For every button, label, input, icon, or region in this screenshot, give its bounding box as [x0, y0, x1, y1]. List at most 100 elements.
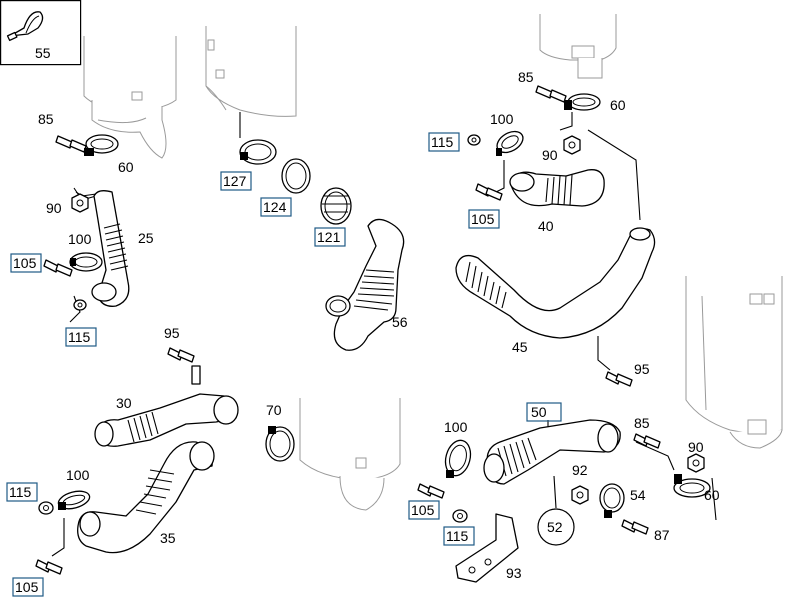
label-90-bottom-right: 90 — [688, 439, 704, 455]
clamp-60-left — [84, 134, 119, 156]
label-70: 70 — [266, 402, 282, 418]
boxed-label-121: 121 — [314, 227, 346, 247]
pipe-30 — [94, 393, 239, 447]
bolt-105-bottom-right — [417, 483, 445, 499]
label-40: 40 — [538, 218, 554, 234]
boxed-label-115-bottom-left: 115 — [6, 482, 38, 502]
assembly-pipe-25 — [43, 134, 130, 323]
svg-text:124: 124 — [263, 199, 287, 215]
label-100-right: 100 — [490, 111, 514, 127]
bolt-105-bottom-left — [35, 559, 63, 575]
housing-filter-top-right — [539, 14, 617, 79]
label-100-left: 100 — [68, 231, 92, 247]
nut-90-bottom-right — [687, 453, 705, 473]
housing-catalytic-top-center — [205, 26, 297, 117]
callout-circle-52 — [537, 508, 575, 546]
boxed-label-115-left: 115 — [65, 327, 97, 347]
boxed-label-105-right: 105 — [468, 209, 500, 229]
bolt-85-right — [535, 85, 567, 103]
svg-text:50: 50 — [531, 404, 547, 420]
label-85-right: 85 — [518, 69, 534, 85]
label-93: 93 — [506, 565, 522, 581]
boxed-label-105-left: 105 — [10, 253, 42, 273]
clamp-70 — [265, 426, 295, 462]
label-100-bottom-right: 100 — [444, 419, 468, 435]
clamp-127 — [239, 139, 277, 165]
housing-muffler-bottom — [299, 398, 401, 511]
clamp-100-right — [496, 130, 524, 156]
bolt-105-right — [475, 183, 503, 201]
housing-muffler-top-left — [83, 36, 177, 159]
nut-92 — [571, 485, 589, 505]
nut-90-right — [563, 135, 581, 155]
label-90-left: 90 — [46, 200, 62, 216]
nut-90-left — [71, 193, 89, 213]
bolt-87 — [621, 519, 649, 535]
label-35: 35 — [160, 530, 176, 546]
boxed-label-105-bottom-left: 105 — [12, 577, 44, 597]
svg-text:115: 115 — [9, 484, 32, 500]
washer-115-bottom-left — [38, 501, 54, 515]
assembly-pipes-30-35 — [35, 347, 295, 575]
label-25: 25 — [138, 230, 154, 246]
label-95-right: 95 — [634, 361, 650, 377]
pipe-40 — [509, 169, 605, 207]
label-60-right: 60 — [610, 97, 626, 113]
bolt-95-right — [605, 371, 633, 387]
clamp-100-left — [69, 252, 103, 272]
assembly-pipe-50 — [417, 419, 717, 583]
label-60-left: 60 — [118, 159, 134, 175]
label-45: 45 — [512, 339, 528, 355]
bolt-105-left — [43, 259, 73, 277]
washer-115-left — [73, 299, 87, 311]
boxed-label-105-bottom-right: 105 — [408, 500, 440, 520]
svg-text:105: 105 — [15, 579, 39, 595]
label-30: 30 — [116, 395, 132, 411]
pipe-56 — [325, 218, 405, 351]
label-52: 52 — [547, 519, 563, 535]
svg-text:105: 105 — [471, 211, 495, 227]
label-100-bottom-left: 100 — [66, 467, 90, 483]
svg-text:115: 115 — [431, 134, 454, 150]
housing-silencer-right — [685, 276, 783, 449]
clamp-121 — [320, 187, 352, 225]
washer-115-bottom-right — [452, 509, 468, 523]
detail-frame-55: 55 — [0, 0, 82, 66]
svg-text:105: 105 — [411, 502, 435, 518]
assembly-pipe-40 — [467, 85, 641, 221]
svg-text:121: 121 — [317, 229, 341, 245]
svg-text:127: 127 — [223, 173, 247, 189]
label-92: 92 — [572, 462, 588, 478]
clamp-60-bottom-right — [673, 474, 711, 498]
clamp-100-bottom-left — [57, 490, 91, 510]
svg-text:105: 105 — [13, 255, 37, 271]
bolt-95-left — [167, 347, 195, 363]
boxed-label-115-bottom-right: 115 — [443, 526, 475, 546]
label-90-right: 90 — [542, 147, 558, 163]
bolt-85-bottom-right — [633, 433, 661, 449]
svg-text:115: 115 — [446, 528, 469, 544]
pipe-50 — [483, 419, 621, 485]
label-56: 56 — [392, 314, 408, 330]
boxed-label-127: 127 — [220, 171, 252, 191]
label-95-left: 95 — [164, 325, 180, 341]
boxed-label-115-right: 115 — [428, 132, 460, 152]
clamp-100-bottom-right — [444, 439, 472, 478]
label-60-bottom-right: 60 — [704, 487, 720, 503]
boxed-label-50: 50 — [526, 402, 562, 422]
gasket-124 — [281, 158, 311, 194]
bracket-93 — [455, 513, 519, 583]
label-55: 55 — [35, 45, 51, 61]
washer-115-right — [467, 134, 481, 146]
label-85-left: 85 — [38, 111, 54, 127]
label-87: 87 — [654, 527, 670, 543]
pipe-45 — [455, 227, 656, 387]
assembly-rings-center — [239, 112, 352, 225]
boxed-label-124: 124 — [260, 197, 292, 217]
svg-text:115: 115 — [68, 329, 91, 345]
bolt-85-left — [55, 135, 87, 153]
label-54: 54 — [630, 487, 646, 503]
label-85-bottom-right: 85 — [634, 415, 650, 431]
pipe-35 — [77, 441, 215, 554]
